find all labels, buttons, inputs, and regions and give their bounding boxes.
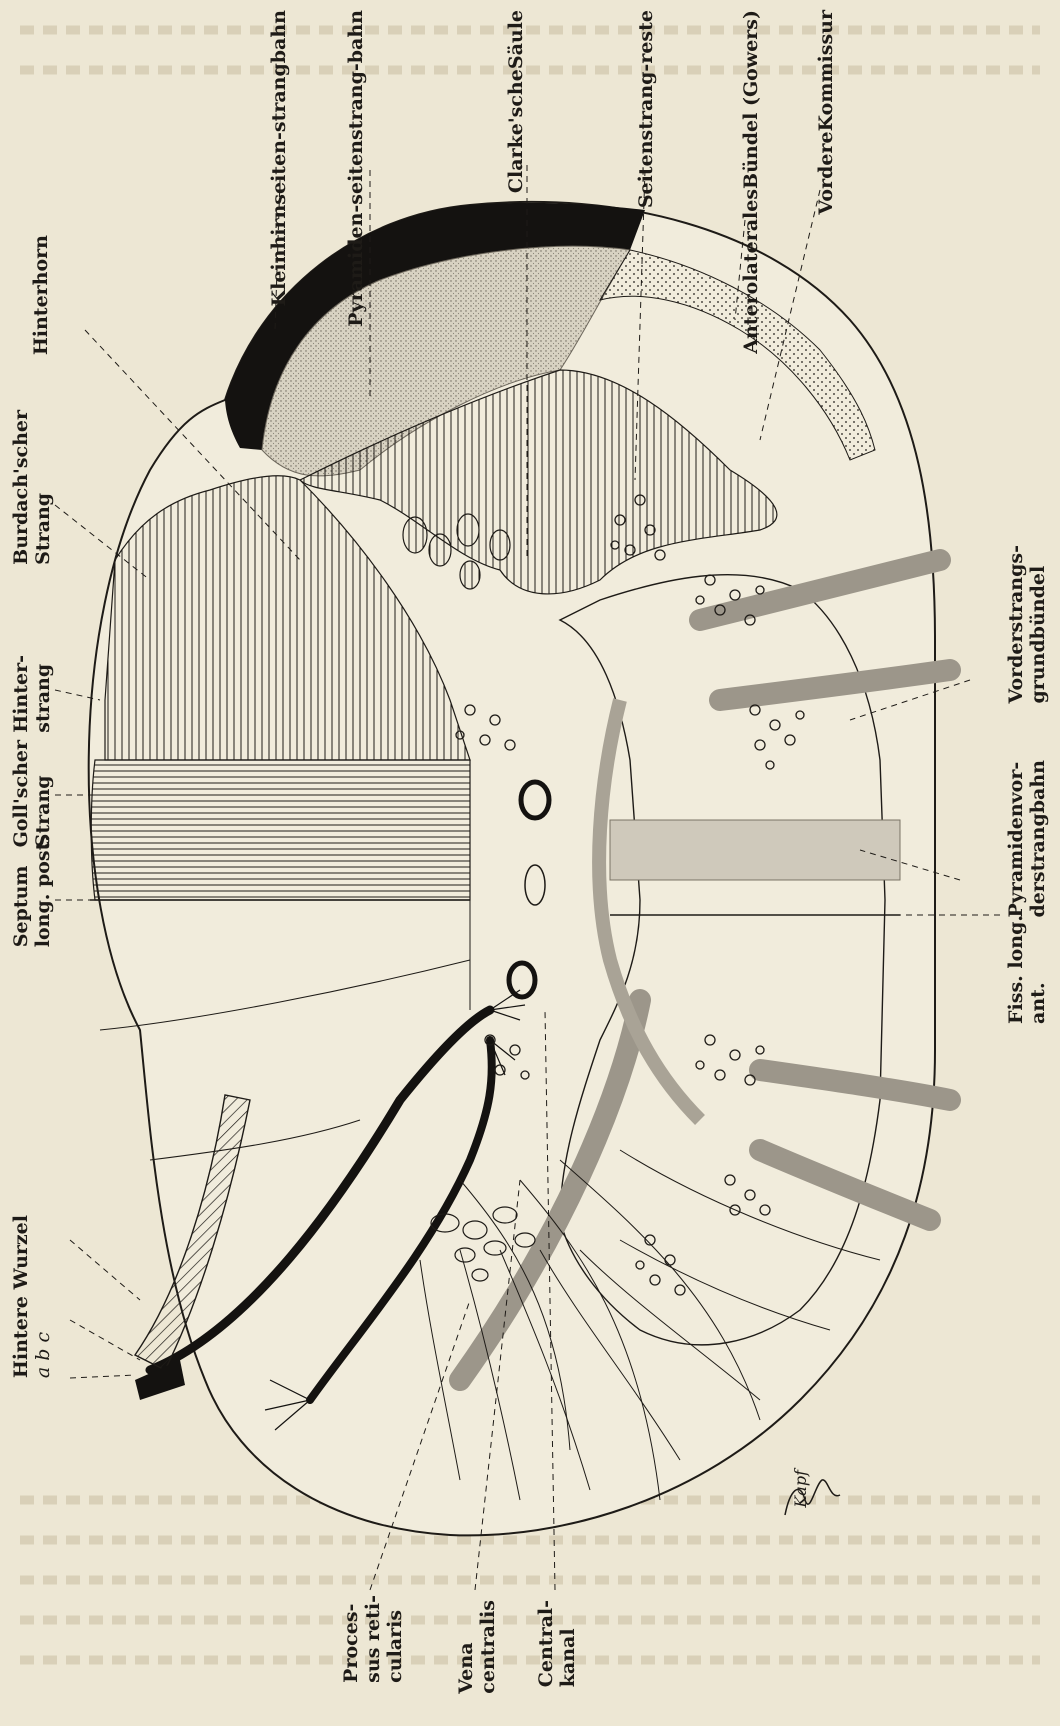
goll-strang-region	[91, 760, 470, 900]
label-fiss-long-ant: Fiss. long.ant.	[1005, 915, 1049, 1024]
label-anterolaterales-buendel: AnterolateralesBündel (Gowers)	[740, 10, 762, 354]
vordere-kommissur-band	[610, 820, 900, 880]
label-hinterstrang: Hinter-strang	[10, 655, 54, 733]
label-vorderstrangsgrundbuendel: Vorderstrangs-grundbündel	[1005, 545, 1049, 704]
label-centralkanal: Central-kanal	[535, 1600, 579, 1687]
label-vordere-kommissur: VordereKommissur	[815, 10, 837, 215]
label-pyramidenvorderstrangbahn: Pyramidenvor-derstrangbahn	[1005, 760, 1049, 918]
label-hinterhorn: Hinterhorn	[30, 235, 52, 355]
label-kleinhirnseitenstrangbahn: Kleinhirnseiten-strangbahn	[268, 10, 290, 306]
label-clarke-saeule: Clarke'scheSäule	[505, 10, 527, 193]
label-pyramidenseitenstrangbahn: Pyramiden-seitenstrang-bahn	[345, 10, 367, 327]
label-processus-reticularis: Proces-sus reti-cularis	[340, 1595, 406, 1683]
artist-signature: Kapf	[790, 1470, 812, 1508]
label-seitenstrangreste: Seitenstrang-reste	[635, 10, 657, 208]
